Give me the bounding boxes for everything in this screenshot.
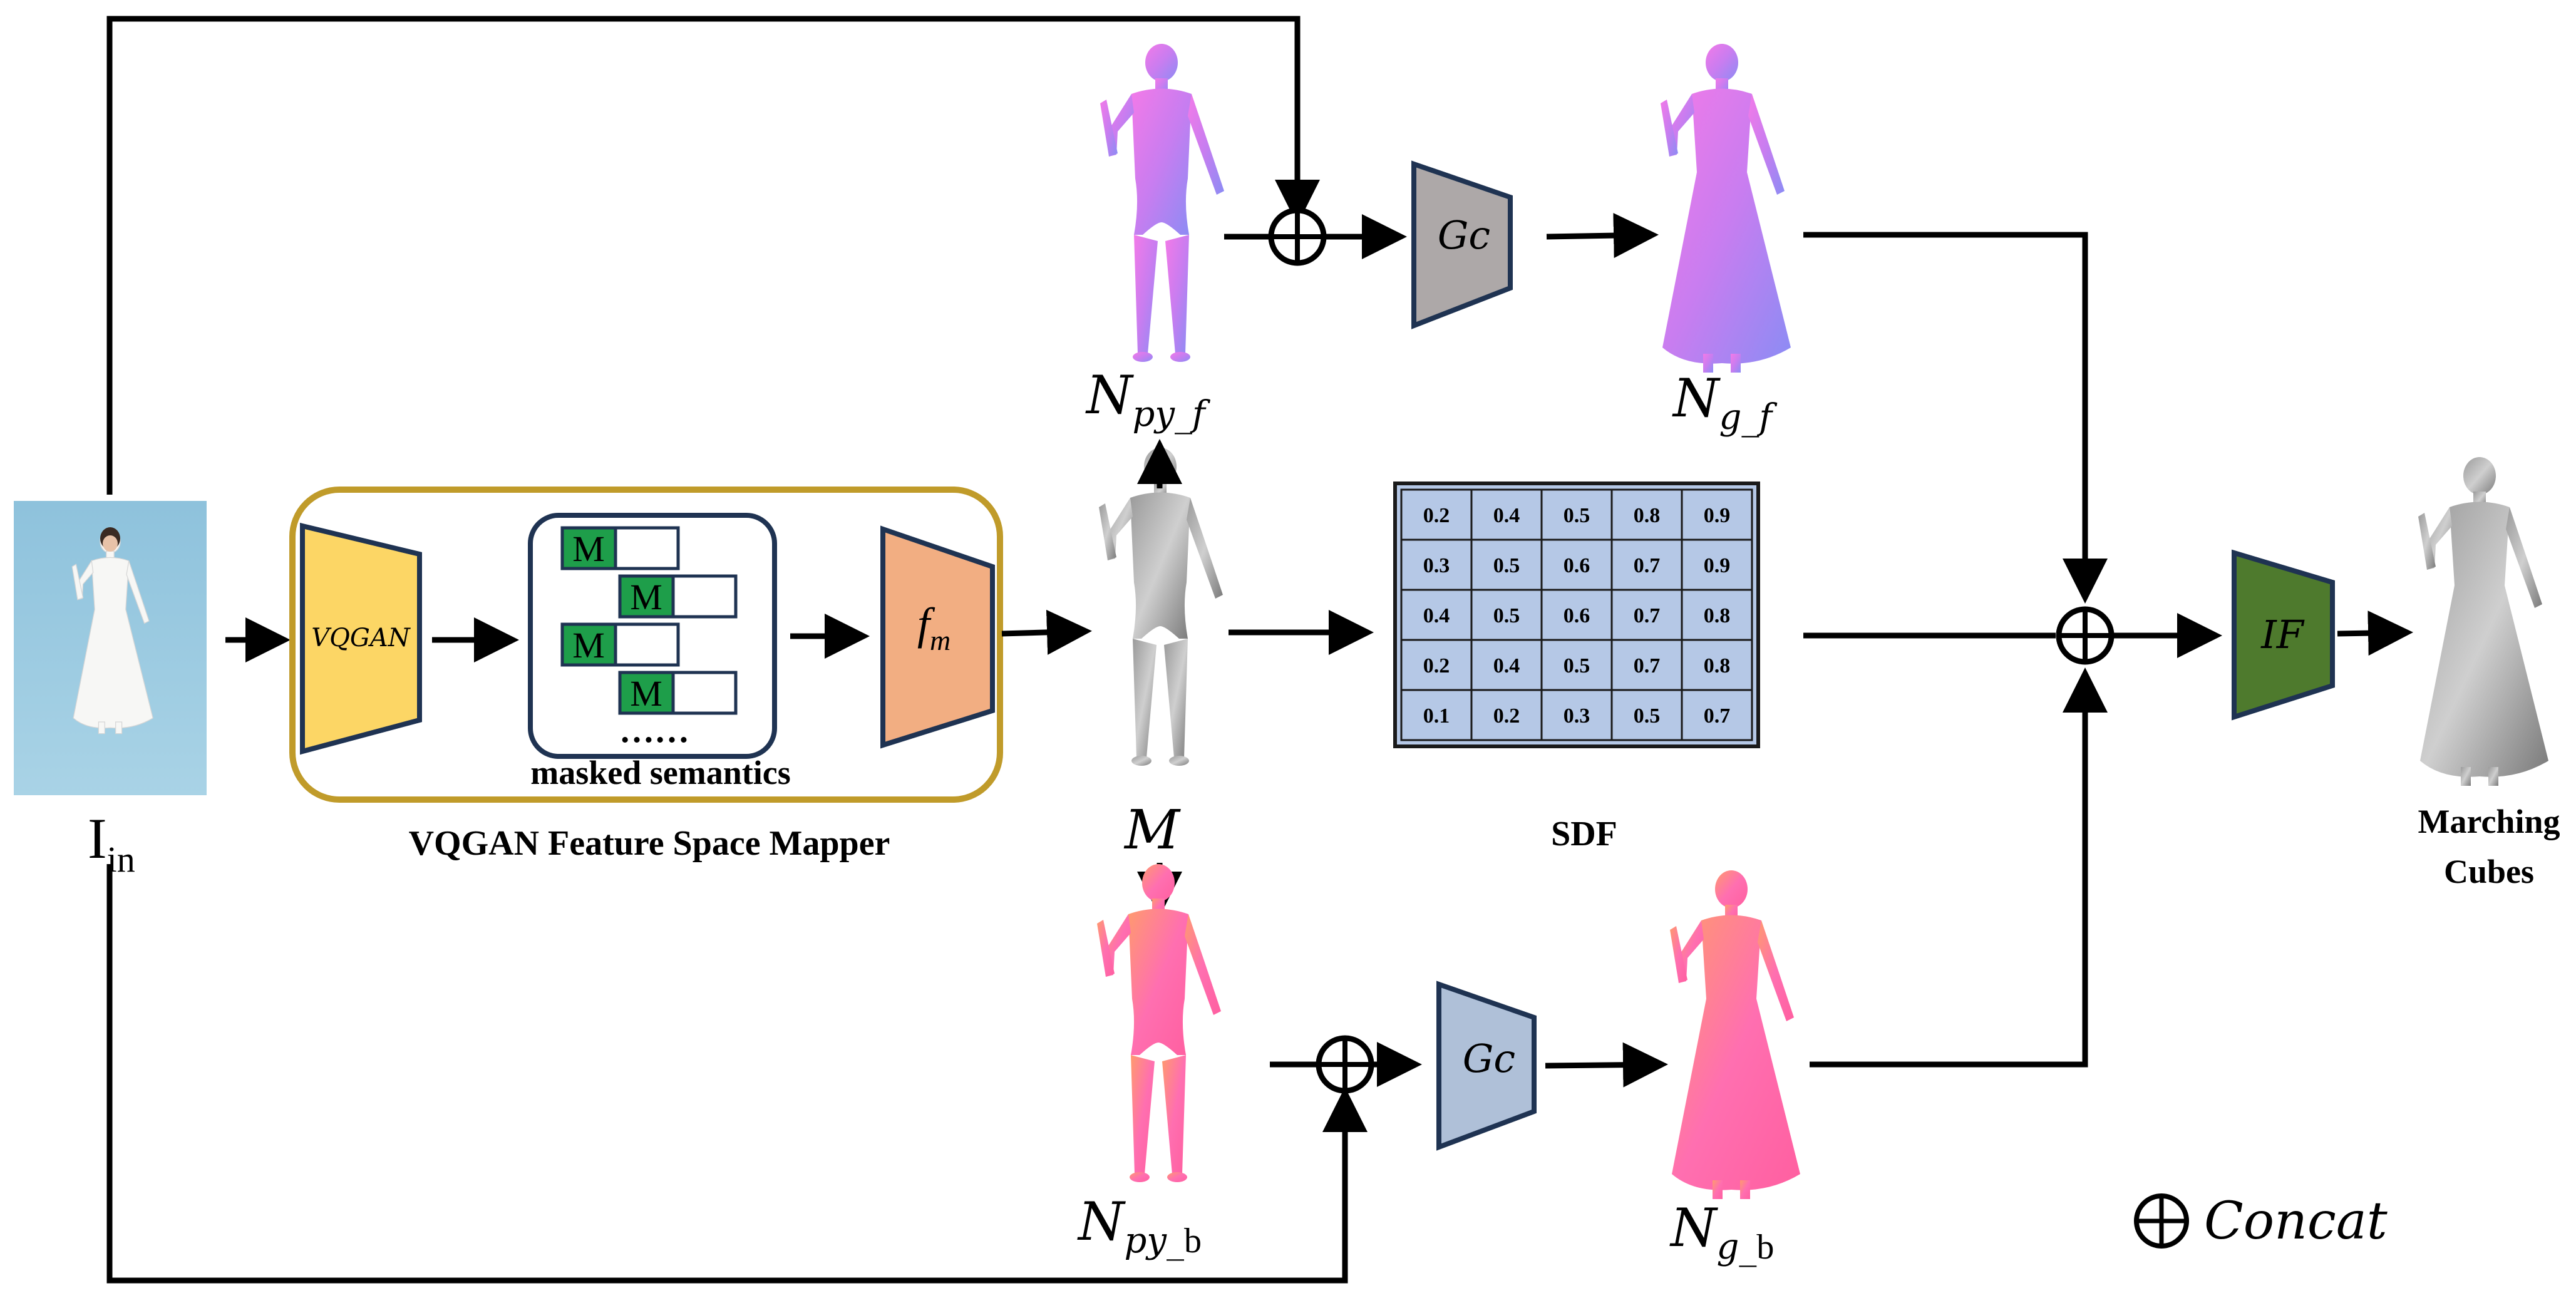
skip-line-bottom — [106, 864, 1368, 1284]
sdf-cell-value: 0.8 — [1704, 654, 1731, 677]
sdf-cell-value: 0.6 — [1564, 604, 1590, 627]
mask-token-4: M — [630, 673, 662, 714]
concat-front — [1268, 207, 1327, 266]
arrow-fm-to-mesh — [1001, 609, 1092, 655]
sdf-cell-value: 0.5 — [1634, 704, 1661, 728]
back-clothed-normal-label: Ng_b — [1669, 1197, 1774, 1267]
sdf-cell-value: 0.5 — [1493, 604, 1520, 627]
sdf-cell — [1470, 589, 1543, 641]
line-back-to-concat-main — [1810, 667, 2108, 1068]
fm-label: fm — [917, 599, 951, 656]
sdf-cell — [1610, 689, 1683, 741]
concat-back — [1316, 1035, 1374, 1094]
sdf-cell-value: 0.5 — [1493, 554, 1520, 577]
back-smpl-normal-label: Npy_b — [1077, 1191, 1202, 1261]
sdf-cell-value: 0.2 — [1423, 654, 1450, 677]
legend-text: Concat — [2204, 1192, 2388, 1251]
mask-ellipsis: …… — [619, 711, 689, 750]
mask-token-2: M — [630, 577, 662, 617]
sdf-cell-value: 0.2 — [1423, 504, 1450, 527]
vqgan-encoder — [300, 522, 422, 755]
smpl-mesh — [1099, 448, 1223, 766]
sdf-cell — [1540, 538, 1613, 591]
front-smpl-normal-label: Npy_f — [1085, 364, 1211, 435]
arrow-gc-to-clothed-back — [1545, 1042, 1668, 1088]
line-front-to-concat-main — [1803, 232, 2108, 604]
gc-back-label: Gc — [1463, 1036, 1515, 1081]
sdf-cell — [1681, 538, 1753, 591]
output-mesh — [2418, 457, 2548, 786]
sdf-cell-value: 0.8 — [1634, 504, 1661, 527]
gc-front-label: Gc — [1438, 212, 1490, 258]
sdf-cell — [1540, 488, 1613, 541]
sdf-cell-value: 0.3 — [1564, 704, 1590, 728]
sdf-cell — [1470, 488, 1543, 541]
sdf-cell — [1470, 538, 1543, 591]
sdf-cell-value: 0.7 — [1634, 654, 1661, 677]
sdf-caption: SDF — [1551, 815, 1617, 853]
front-clothed-normal-label: Ng_f — [1672, 368, 1778, 438]
sdf-cell-value: 0.4 — [1423, 604, 1450, 627]
gc-front — [1411, 160, 1513, 329]
sdf-cell-value: 0.2 — [1493, 704, 1520, 728]
sdf-cell-value: 0.7 — [1704, 704, 1731, 728]
mapper-caption: VQGAN Feature Space Mapper — [409, 824, 890, 863]
back-clothed-normal — [1670, 870, 1800, 1199]
sdf-cell-value: 0.5 — [1564, 654, 1590, 677]
sdf-cell-value: 0.3 — [1423, 554, 1450, 577]
sdf-cell-value: 0.5 — [1564, 504, 1590, 527]
sdf-cell — [1400, 639, 1473, 691]
front-clothed-normal — [1661, 44, 1791, 373]
skip-line-top — [106, 16, 1320, 495]
sdf-grid: 0.2 0.4 0.5 0.8 0.9 0.3 0.5 0.6 0.7 0.9 0.4 0.5 0.6 0… — [1393, 482, 1760, 748]
sdf-cell — [1400, 488, 1473, 541]
masked-semantics-caption: masked semantics — [530, 754, 791, 791]
sdf-cell — [1681, 689, 1753, 741]
output-label-line2: Cubes — [2444, 853, 2534, 890]
vqgan-encoder-label: VQGAN — [311, 624, 411, 652]
sdf-cell — [1610, 488, 1683, 541]
sdf-cell-value: 0.9 — [1704, 504, 1731, 527]
concat-main — [2056, 606, 2115, 665]
mask-token-3: M — [572, 625, 605, 666]
sdf-cell — [1400, 589, 1473, 641]
sdf-cell-value: 0.8 — [1704, 604, 1731, 627]
sdf-cell-value: 0.7 — [1634, 604, 1661, 627]
sdf-cell-value: 0.6 — [1564, 554, 1590, 577]
legend-concat-icon — [2134, 1193, 2189, 1249]
sdf-cell-value: 0.4 — [1493, 504, 1520, 527]
arrow-if-to-output — [2337, 610, 2413, 656]
gc-back — [1436, 981, 1537, 1151]
sdf-cell-value: 0.1 — [1423, 704, 1450, 728]
sdf-cell — [1540, 689, 1613, 741]
front-smpl-normal — [1100, 44, 1224, 362]
sdf-cell-value: 0.7 — [1634, 554, 1661, 577]
back-smpl-normal — [1097, 864, 1221, 1182]
sdf-cell — [1681, 639, 1753, 691]
mask-token-rows — [560, 526, 738, 715]
sdf-cell-value: 0.4 — [1493, 654, 1520, 677]
if-label: IF — [2260, 612, 2304, 657]
if-module — [2232, 549, 2335, 721]
mapper-frame — [289, 487, 1003, 803]
sdf-cell-value: 0.9 — [1704, 554, 1731, 577]
arrow-gc-to-clothed-front — [1546, 213, 1659, 259]
mask-token-1: M — [572, 528, 605, 569]
legend: Concat — [2134, 1192, 2388, 1251]
fm-module — [880, 525, 995, 749]
output-label-line1: Marching — [2418, 803, 2560, 840]
input-image — [14, 501, 207, 795]
mesh-label: M — [1123, 799, 1181, 862]
